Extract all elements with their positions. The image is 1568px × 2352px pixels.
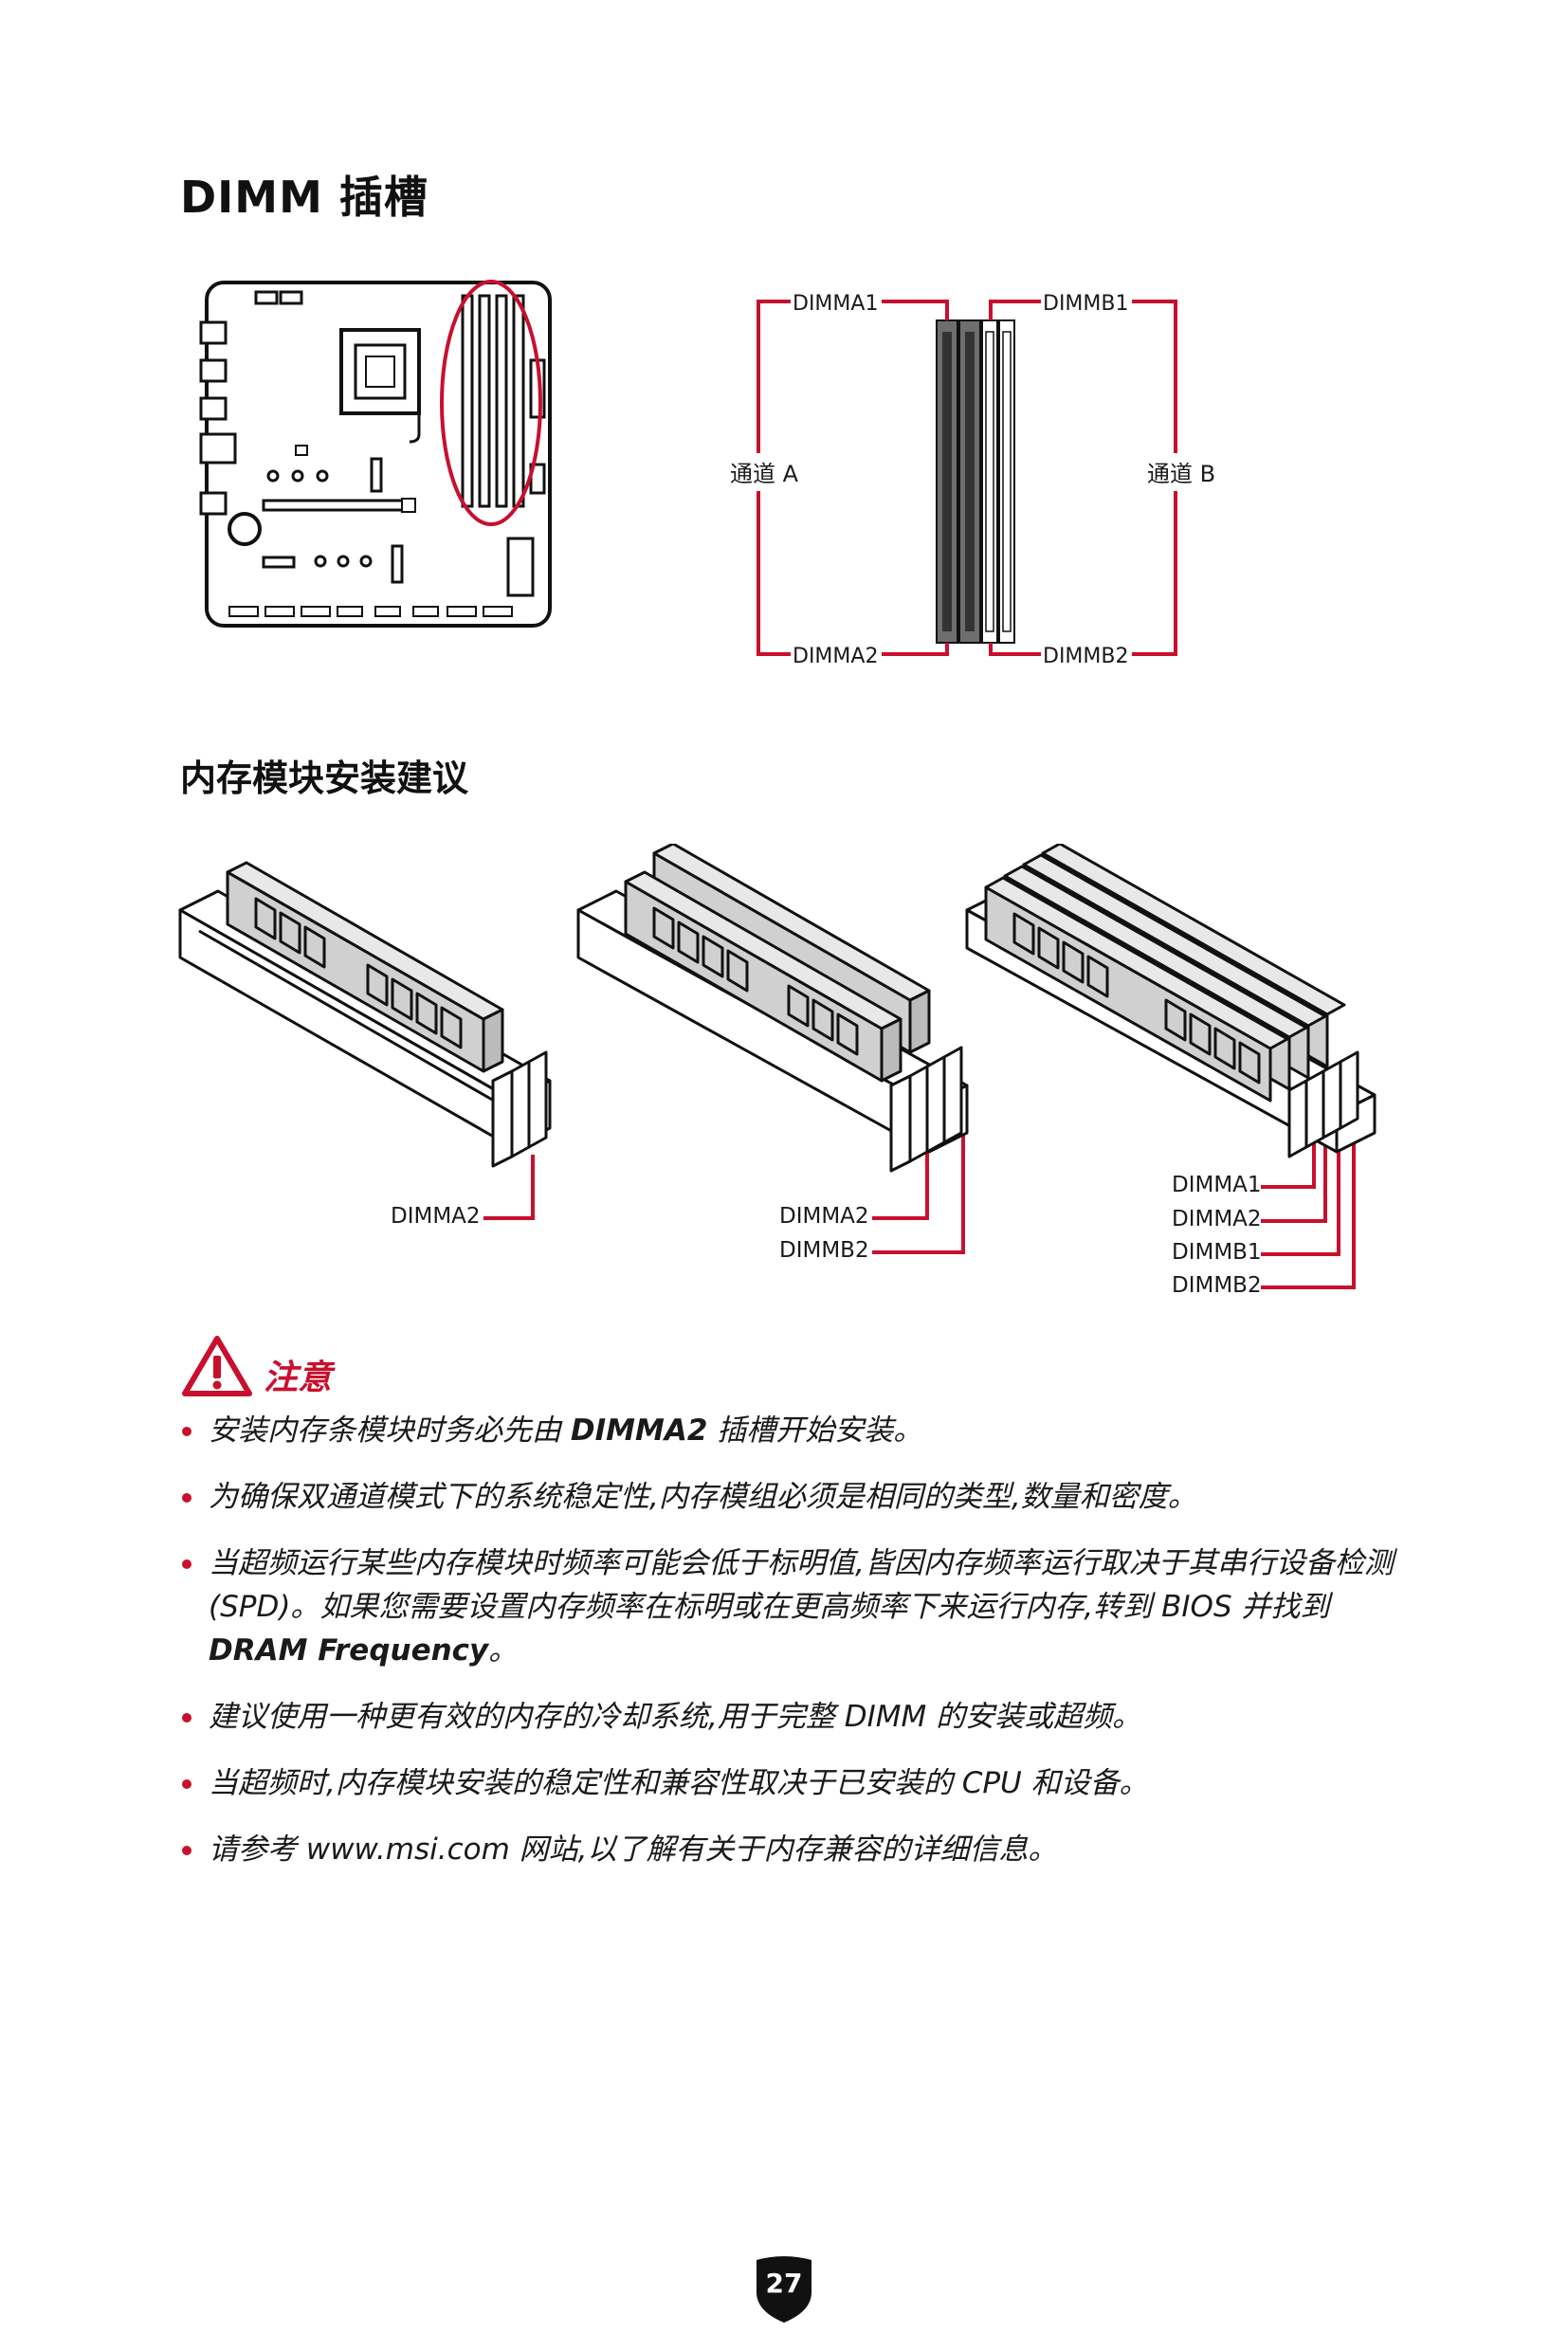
install-illustration-1 [171,844,569,1261]
list-item: 当超频运行某些内存模块时频率可能会低于标明值,皆因内存频率运行取决于其串行设备检… [180,1541,1413,1672]
list-item: 当超频时,内存模块安装的稳定性和兼容性取决于已安装的 CPU 和设备。 [180,1761,1413,1805]
install-label-4-dimma2: DIMMA2 [1172,1207,1262,1231]
notice-list: 安装内存条模块时务必先由 DIMMA2 插槽开始安装。 为确保双通道模式下的系统… [180,1409,1413,1894]
label-dimma2: DIMMA2 [793,645,878,668]
list-item: 为确保双通道模式下的系统稳定性,内存模组必须是相同的类型,数量和密度。 [180,1475,1413,1519]
install-label-2-dimma2: DIMMA2 [779,1204,869,1229]
motherboard-diagram [199,275,559,635]
install-label-4-dimmb2: DIMMB2 [1172,1273,1262,1298]
label-channel-b: 通道 B [1147,461,1215,487]
notice-title: 注意 [264,1350,332,1399]
install-illustration-2 [569,844,986,1261]
label-dimmb1: DIMMB1 [1043,292,1128,316]
label-dimma1: DIMMA1 [793,292,878,316]
page-number: 27 [755,2268,813,2299]
section-title: 内存模块安装建议 [180,749,468,801]
warning-triangle-icon [180,1333,254,1399]
page-title: DIMM 插槽 [180,163,428,226]
list-item: 请参考 www.msi.com 网站,以了解有关于内存兼容的详细信息。 [180,1828,1413,1871]
dimm-channel-diagram: DIMMA1 DIMMB1 DIMMA2 DIMMB2 通道 A 通道 B [702,275,1251,673]
label-channel-a: 通道 A [730,461,799,487]
install-label-2-dimmb2: DIMMB2 [779,1238,869,1263]
install-label-4-dimma1: DIMMA1 [1172,1173,1262,1197]
install-illustration-3 [957,844,1394,1261]
list-item: 安装内存条模块时务必先由 DIMMA2 插槽开始安装。 [180,1409,1413,1452]
label-dimmb2: DIMMB2 [1043,645,1128,668]
list-item: 建议使用一种更有效的内存的冷却系统,用于完整 DIMM 的安装或超频。 [180,1695,1413,1739]
install-label-4-dimmb1: DIMMB1 [1172,1240,1262,1265]
install-label-1-dimma2: DIMMA2 [391,1204,481,1229]
